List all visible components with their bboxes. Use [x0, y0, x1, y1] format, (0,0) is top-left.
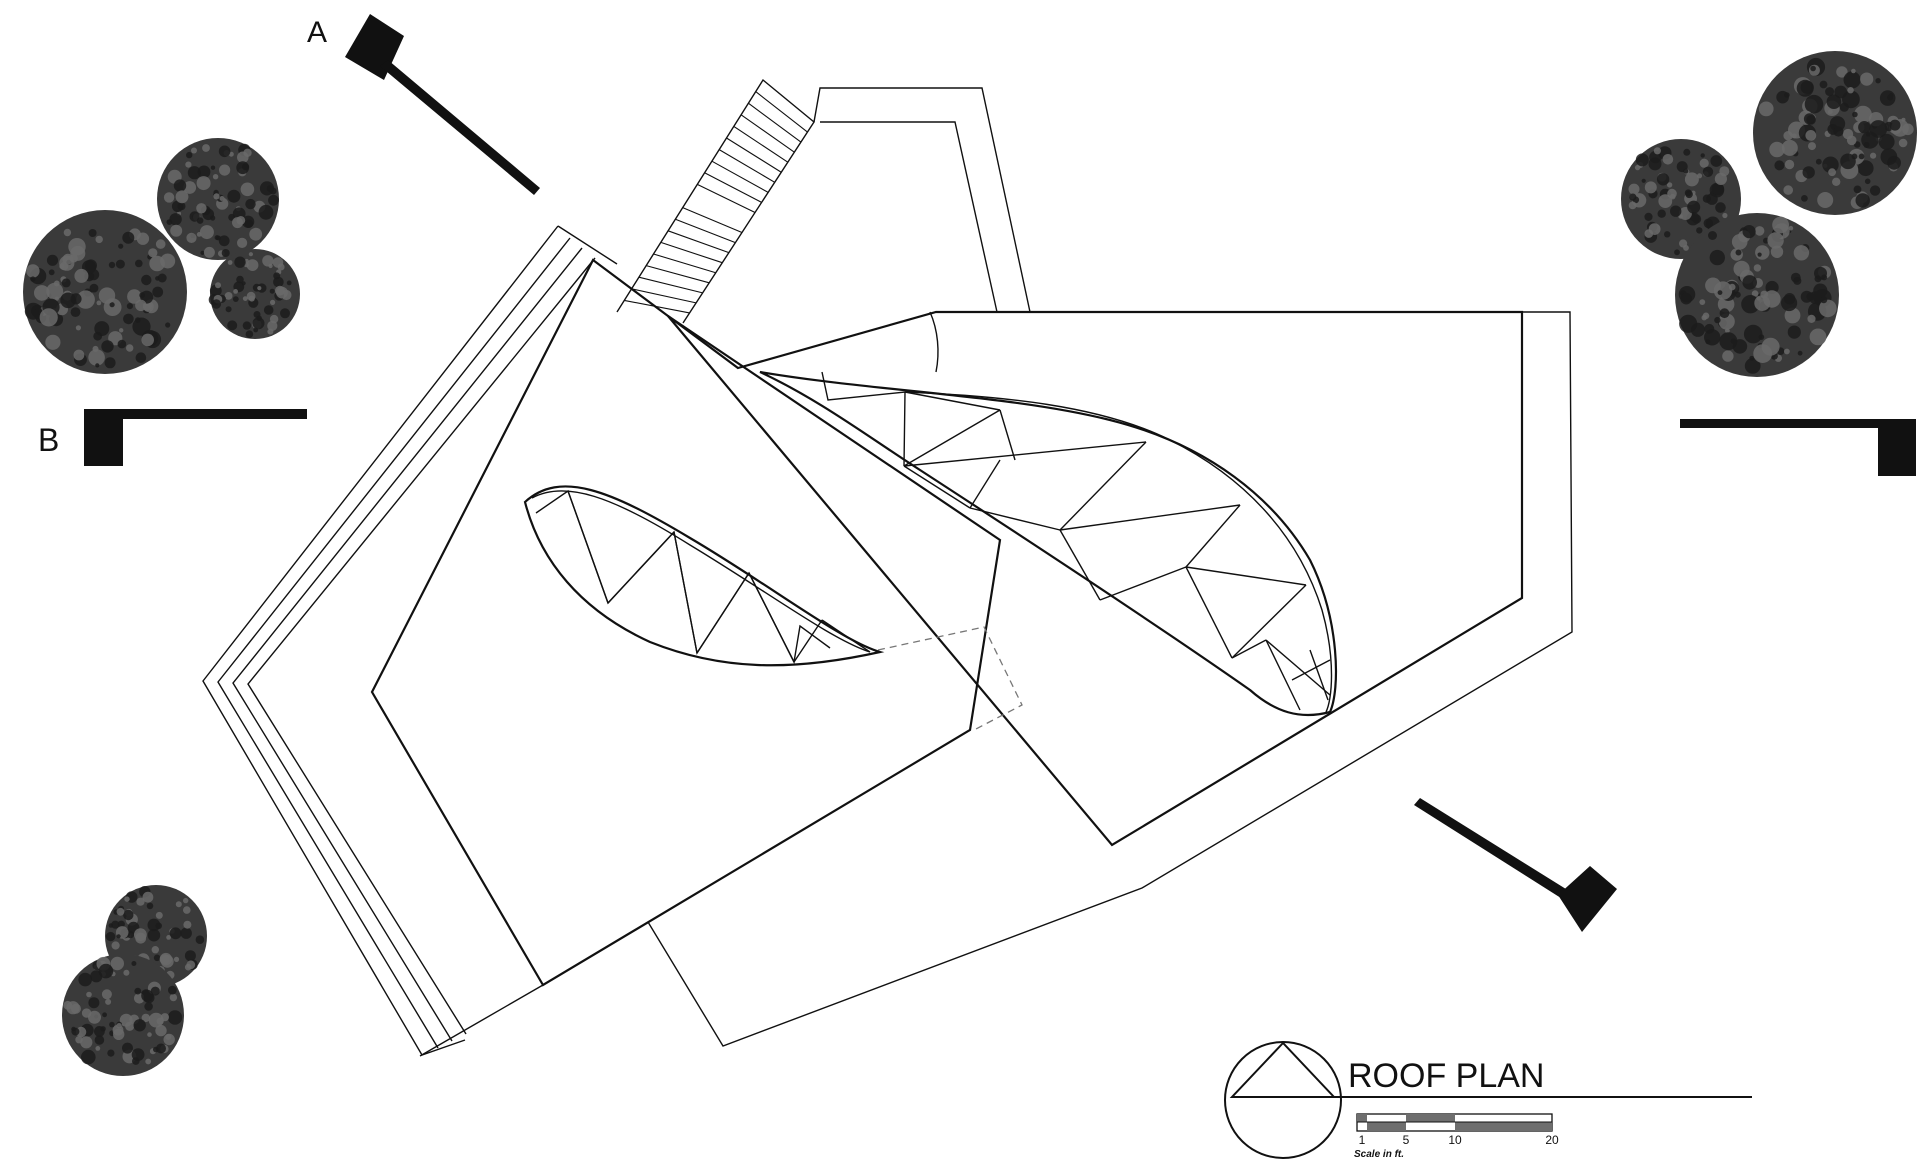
- right-skylight: [759, 370, 1338, 717]
- stair-tread: [740, 114, 795, 153]
- stair-tread: [653, 253, 716, 274]
- stair-tread: [638, 276, 703, 294]
- tree-icon: [208, 249, 300, 339]
- tree-icon: [62, 954, 184, 1076]
- right-roof-block: [647, 310, 1573, 1047]
- stair-treads: [624, 91, 808, 314]
- stair-tread: [711, 160, 769, 193]
- trees: [23, 51, 1917, 1076]
- section-marker-b-right: [1680, 419, 1916, 476]
- stair-tread: [697, 183, 756, 213]
- stair-tread: [718, 149, 775, 183]
- stair-tread: [667, 230, 730, 254]
- stair-tread: [704, 172, 762, 203]
- scale-tick-20: 20: [1545, 1133, 1559, 1147]
- tree-icon: [1675, 213, 1839, 377]
- left-skylight: [523, 485, 885, 667]
- section-marker-a-bottom: [1414, 798, 1617, 932]
- stair-tread: [660, 241, 723, 264]
- stair-tread: [646, 265, 710, 284]
- scale-tick-10: 10: [1448, 1133, 1462, 1147]
- section-marker-a-top: [345, 14, 540, 195]
- left-roof-block: [202, 225, 1002, 1057]
- roof-plan-title: ROOF PLAN: [1348, 1057, 1544, 1095]
- tree-icon: [157, 138, 279, 260]
- scale-tick-1: 1: [1359, 1133, 1366, 1147]
- stair-wing: [616, 78, 1031, 324]
- stair-tread: [675, 218, 736, 244]
- north-arrow-icon: [1224, 1041, 1342, 1159]
- tree-icon: [1753, 51, 1917, 215]
- stair-tread: [682, 207, 743, 234]
- stair-tread: [755, 91, 808, 133]
- scale-bar: [1356, 1113, 1553, 1132]
- stair-tread: [748, 102, 802, 143]
- section-label-a: A: [307, 16, 327, 49]
- scale-tick-5: 5: [1403, 1133, 1410, 1147]
- section-marker-b-left: [84, 409, 307, 466]
- hidden-outline: [877, 626, 1023, 731]
- section-label-b: B: [38, 422, 59, 458]
- title-block: ROOF PLAN 1 5 10 20 Scale in ft.: [1224, 1041, 1752, 1160]
- stair-tread: [726, 137, 782, 173]
- stair-tread: [733, 125, 789, 163]
- tree-icon: [23, 210, 187, 374]
- stair-tread: [631, 288, 697, 304]
- scale-caption: Scale in ft.: [1354, 1149, 1404, 1160]
